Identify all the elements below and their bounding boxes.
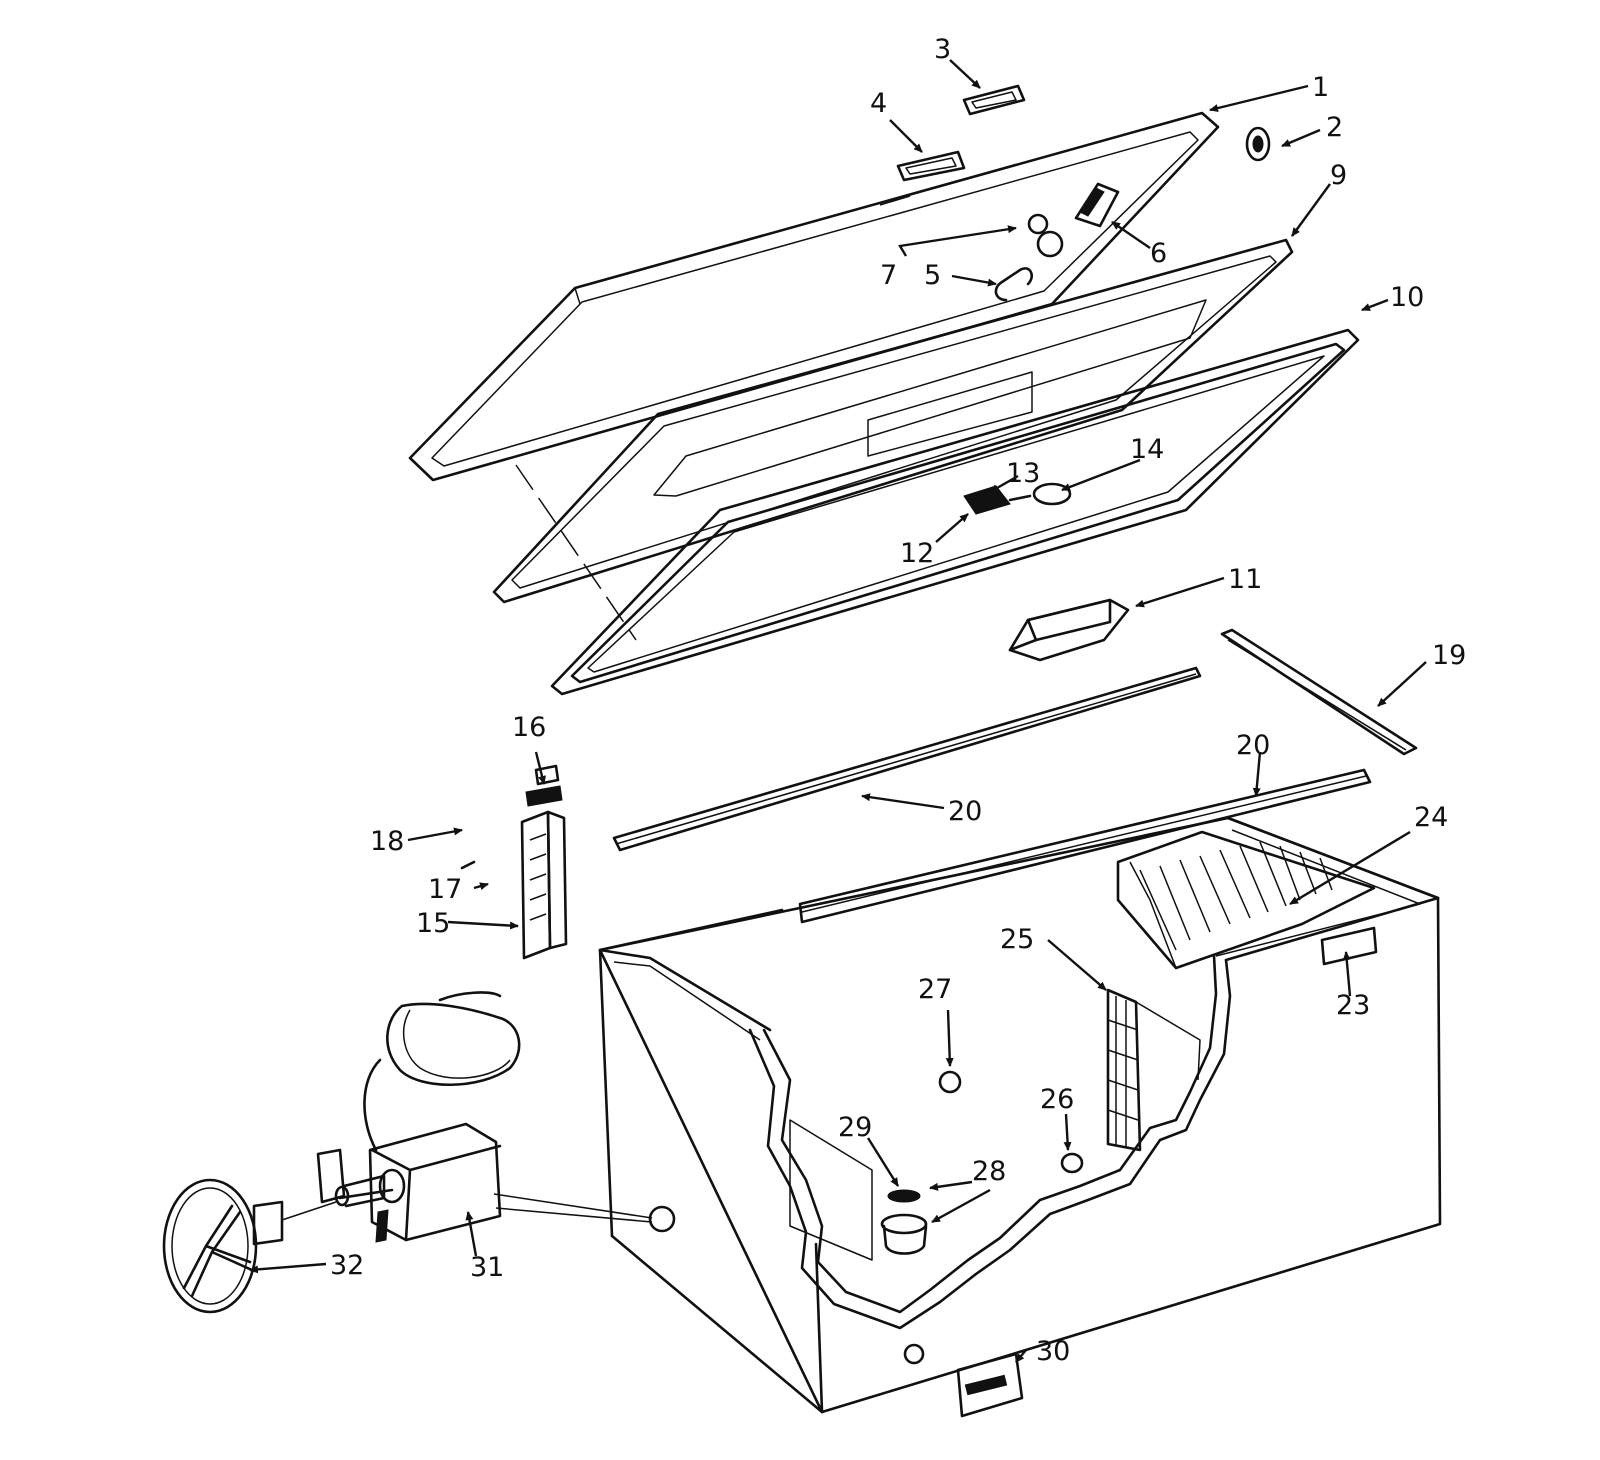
- label-13: 13: [1006, 458, 1040, 489]
- label-9: 9: [1330, 160, 1347, 191]
- leader-lines: [249, 59, 1427, 1363]
- label-30: 30: [1036, 1336, 1070, 1367]
- label-24: 24: [1414, 802, 1448, 833]
- label-14: 14: [1130, 434, 1164, 465]
- breaker-strip-20-front: [612, 666, 1202, 852]
- label-19: 19: [1432, 640, 1466, 671]
- plug-26: [1060, 1152, 1084, 1174]
- lid-gasket: [550, 328, 1360, 696]
- control-unit-31: [316, 991, 653, 1243]
- plug-27: [938, 1070, 962, 1094]
- label-2: 2: [1326, 112, 1343, 143]
- cabinet: [598, 816, 1442, 1414]
- callout-labels: 1 2 3 4 5 6 7 9 10 11 12 13 14 15 16 17 …: [330, 34, 1466, 1367]
- breaker-strip-20-rear: [798, 768, 1372, 924]
- thermostat-housing: [460, 764, 568, 960]
- label-23: 23: [1336, 990, 1370, 1021]
- label-12: 12: [900, 538, 934, 569]
- control-knob-32: [162, 1178, 337, 1314]
- label-28: 28: [972, 1156, 1006, 1187]
- lock-hardware: [994, 182, 1120, 302]
- label-23: [1320, 926, 1378, 966]
- handle-part-4: [896, 150, 966, 182]
- label-27: 27: [918, 974, 952, 1005]
- label-7: 7: [880, 260, 897, 291]
- label-32: 32: [330, 1250, 364, 1281]
- label-11: 11: [1228, 564, 1262, 595]
- label-31: 31: [470, 1252, 504, 1283]
- lid-liner: [492, 238, 1294, 604]
- label-4: 4: [870, 88, 887, 119]
- drain-hole: [903, 1343, 925, 1365]
- lock-cylinder: [1245, 126, 1271, 162]
- breaker-strip-19: [1220, 628, 1418, 756]
- lid-frame: [408, 111, 1220, 482]
- label-1: 1: [1312, 72, 1329, 103]
- label-25: 25: [1000, 924, 1034, 955]
- label-17: 17: [428, 874, 462, 905]
- label-10: 10: [1390, 282, 1424, 313]
- light-assembly: [963, 482, 1072, 515]
- label-6: 6: [1150, 238, 1167, 269]
- label-26: 26: [1040, 1084, 1074, 1115]
- basket-24: [1116, 830, 1376, 970]
- control-hole: [648, 1205, 676, 1233]
- label-3: 3: [934, 34, 951, 65]
- basket-divider-25: [1106, 988, 1201, 1152]
- nameplate-30: [956, 1352, 1024, 1418]
- label-5: 5: [924, 260, 941, 291]
- drain-fitting-28: [880, 1189, 928, 1255]
- label-20-rear: 20: [1236, 730, 1270, 761]
- label-29: 29: [838, 1112, 872, 1143]
- label-18: 18: [370, 826, 404, 857]
- handle-part-3: [962, 84, 1026, 116]
- label-16: 16: [512, 712, 546, 743]
- label-20-front: 20: [948, 796, 982, 827]
- label-15: 15: [416, 908, 450, 939]
- hinge: [1008, 598, 1130, 662]
